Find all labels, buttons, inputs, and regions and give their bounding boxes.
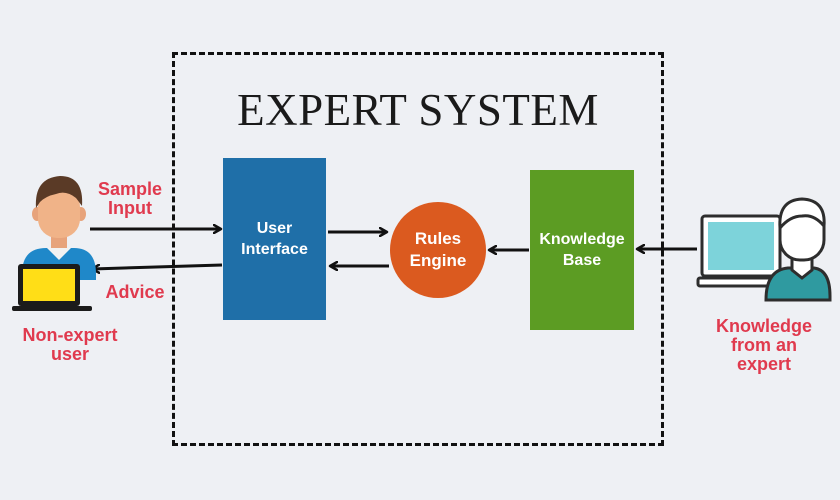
non-expert-user-label: Non-expert user xyxy=(22,325,118,364)
user-interface-node: User Interface xyxy=(223,158,326,320)
knowledge-base-node: Knowledge Base xyxy=(530,170,634,330)
knowledge-from-expert-label: Knowledge from an expert xyxy=(715,316,812,374)
expert-user-icon xyxy=(696,197,832,302)
diagram-title: EXPERT SYSTEM xyxy=(237,85,599,135)
user-interface-label: User Interface xyxy=(241,220,308,258)
rules-engine-label: Rules Engine xyxy=(409,229,467,270)
knowledge-base-label: Knowledge Base xyxy=(539,231,625,269)
advice-label: Advice xyxy=(105,282,165,302)
non-expert-user-icon xyxy=(12,176,96,311)
rules-engine-node: Rules Engine xyxy=(390,202,486,298)
arrow-advice xyxy=(92,263,223,269)
sample-input-label: Sample Input xyxy=(97,179,163,218)
